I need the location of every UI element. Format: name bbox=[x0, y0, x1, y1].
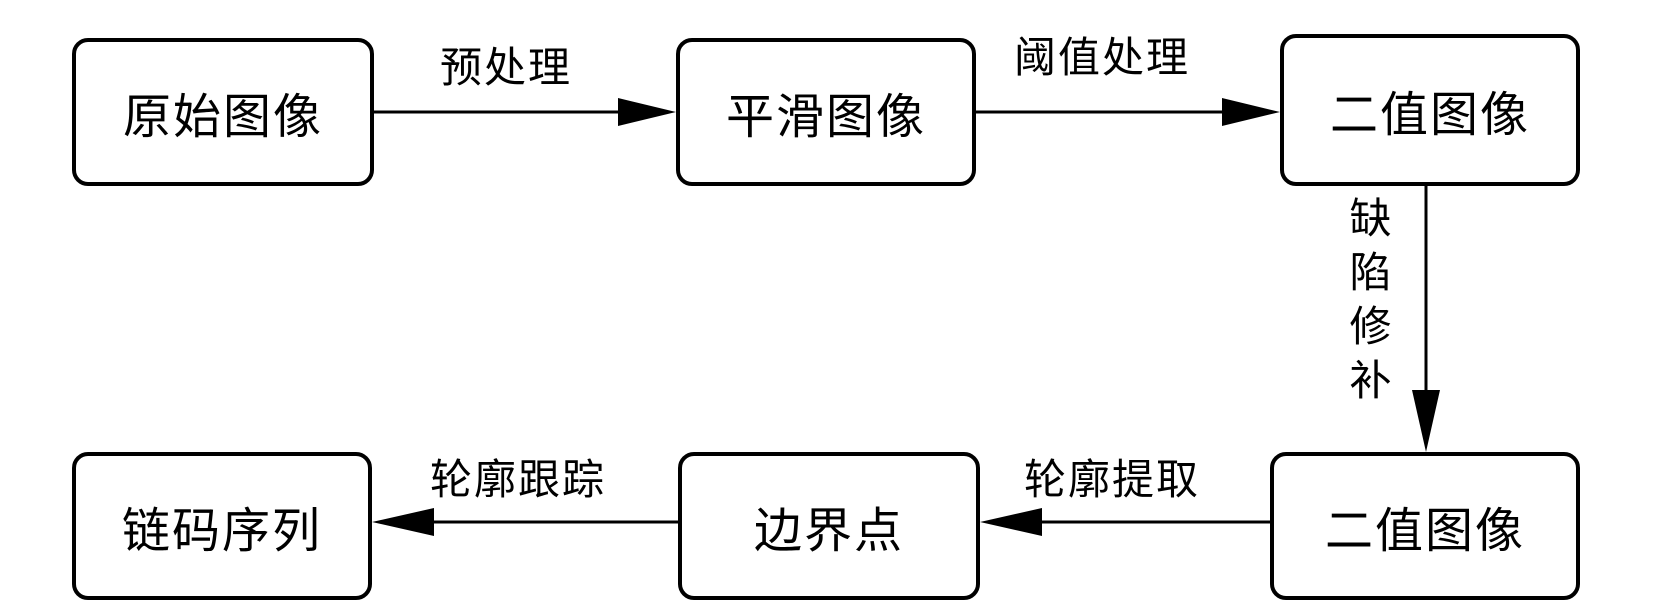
node-boundary-points-label: 边界点 bbox=[753, 503, 904, 559]
node-chain-code-sequence: 链码序列 bbox=[72, 452, 372, 600]
arrowhead-contour-extraction bbox=[980, 508, 1042, 536]
node-original-image: 原始图像 bbox=[72, 38, 374, 186]
node-chain-code-sequence-label: 链码序列 bbox=[121, 503, 322, 559]
arrowhead-defect-repair bbox=[1412, 390, 1440, 452]
node-binary-image-top: 二值图像 bbox=[1280, 34, 1580, 186]
node-original-image-label: 原始图像 bbox=[122, 89, 323, 145]
node-smoothed-image-label: 平滑图像 bbox=[725, 89, 926, 145]
node-smoothed-image: 平滑图像 bbox=[676, 38, 976, 186]
node-boundary-points: 边界点 bbox=[678, 452, 980, 600]
node-binary-image-top-label: 二值图像 bbox=[1329, 87, 1530, 143]
arrowhead-preprocessing bbox=[618, 98, 676, 126]
node-binary-image-bottom-label: 二值图像 bbox=[1324, 503, 1525, 559]
edge-label-contour-tracking: 轮廓跟踪 bbox=[430, 455, 607, 504]
edge-label-contour-extraction: 轮廓提取 bbox=[1024, 455, 1201, 504]
edge-label-defect-repair: 缺陷修补 bbox=[1343, 196, 1392, 412]
edge-label-preprocessing: 预处理 bbox=[440, 43, 573, 92]
arrowhead-contour-tracking bbox=[372, 508, 434, 536]
node-binary-image-bottom: 二值图像 bbox=[1270, 452, 1580, 600]
arrowhead-threshold-processing bbox=[1222, 98, 1280, 126]
edge-label-threshold-processing: 阈值处理 bbox=[1014, 33, 1191, 82]
